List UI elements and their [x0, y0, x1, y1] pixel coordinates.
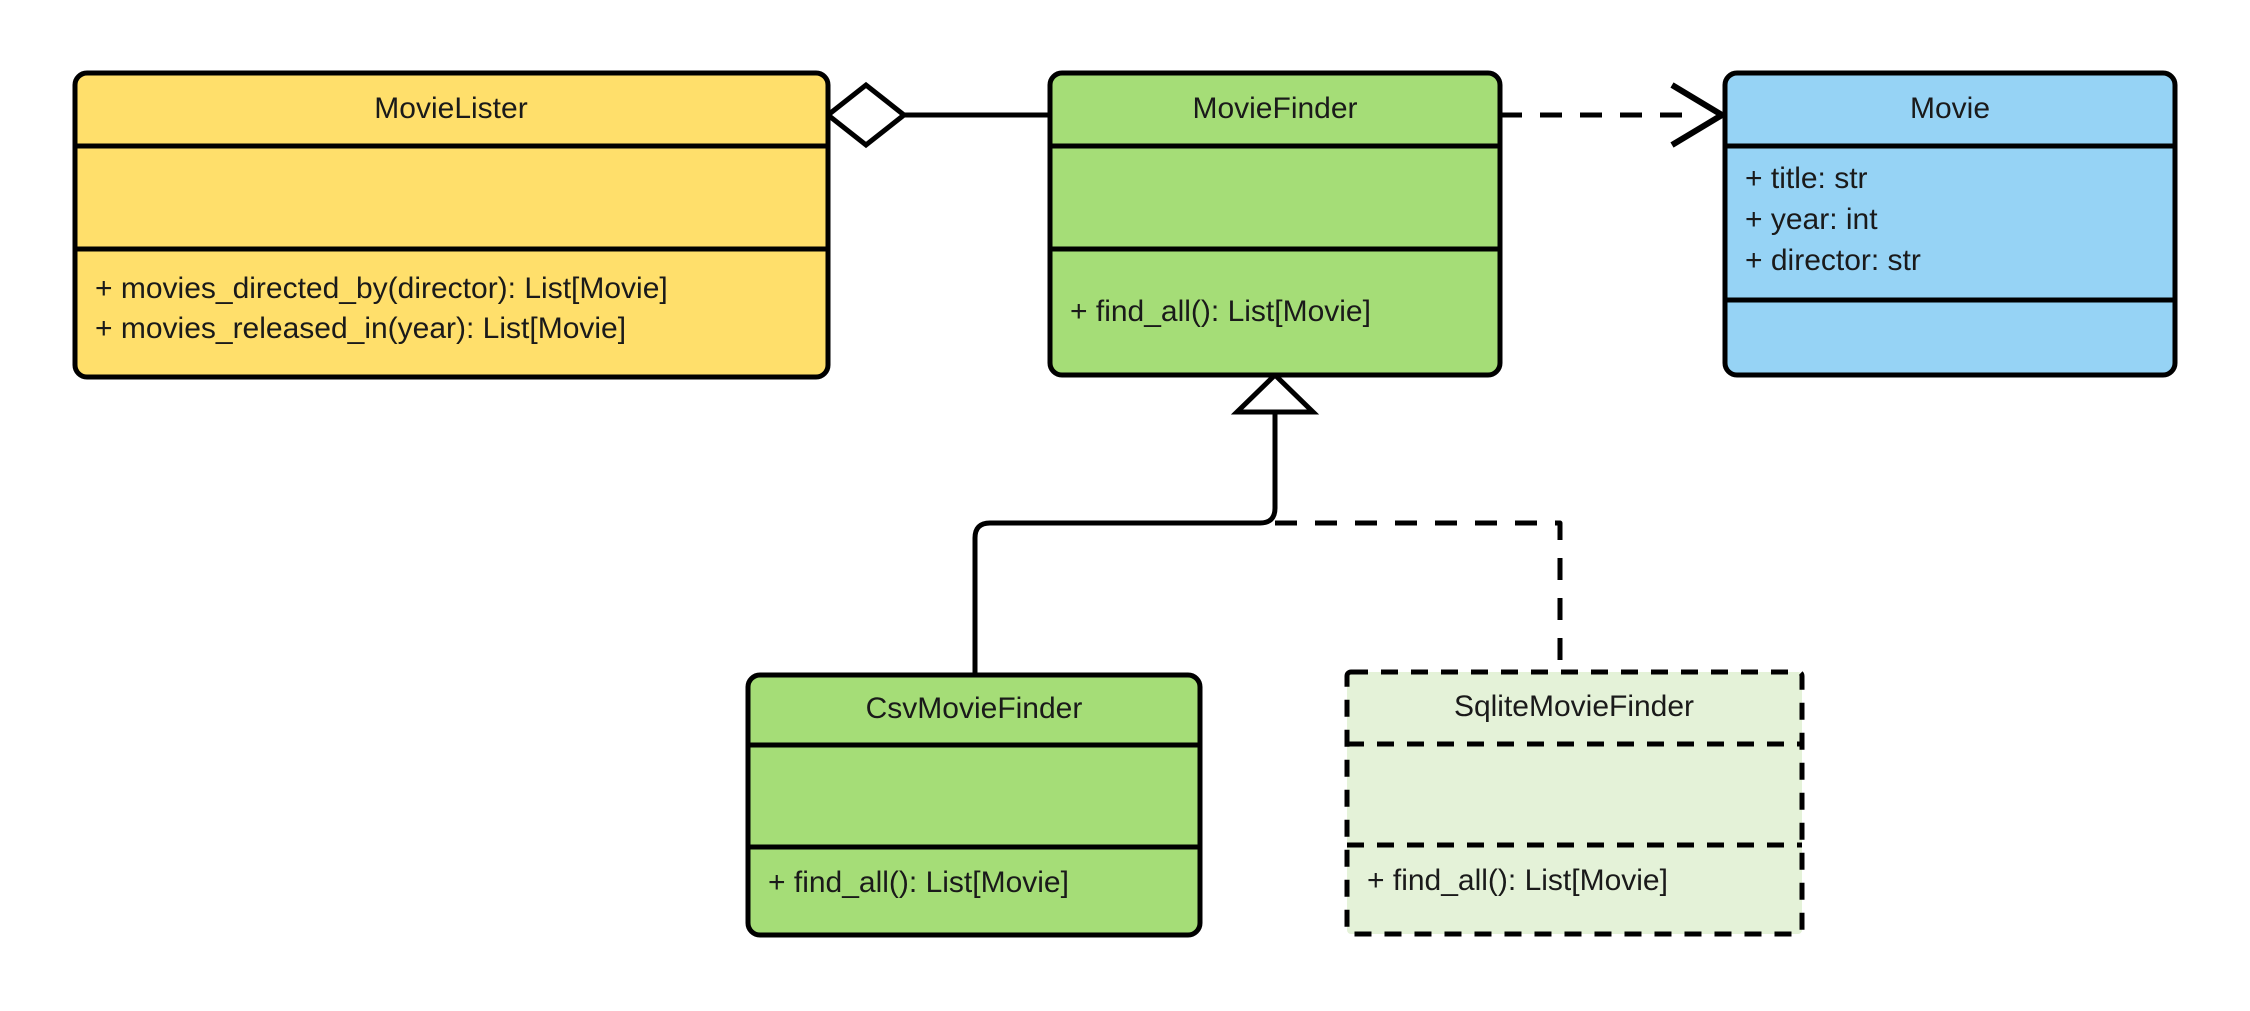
relationship-aggregation-lister-finder[interactable] — [823, 81, 1050, 149]
class-box-movie-finder[interactable]: MovieFinder + find_all(): List[Movie] — [1047, 70, 1503, 378]
relationship-generalization-sqlite-finder[interactable] — [1275, 520, 1563, 672]
hollow-diamond-icon — [823, 81, 909, 149]
movie-attribute-0: + title: str — [1745, 162, 1868, 195]
movie-title: Movie — [1910, 92, 1990, 125]
sqlite-movie-finder-title: SqliteMovieFinder — [1454, 690, 1694, 723]
movie-finder-method-0: + find_all(): List[Movie] — [1070, 295, 1371, 328]
csv-movie-finder-title: CsvMovieFinder — [866, 692, 1083, 725]
generalization-line-sqlite — [1275, 520, 1563, 672]
movie-attribute-2: + director: str — [1745, 244, 1921, 277]
movie-lister-method-1: + movies_released_in(year): List[Movie] — [95, 312, 626, 345]
csv-movie-finder-method-0: + find_all(): List[Movie] — [768, 866, 1069, 899]
sqlite-movie-finder-body — [1344, 669, 1805, 937]
generalization-line-csv — [972, 410, 1278, 675]
open-arrow-icon — [1670, 82, 1728, 148]
class-box-movie[interactable]: Movie + title: str + year: int + directo… — [1722, 70, 2178, 378]
movie-lister-body — [72, 70, 831, 380]
class-box-movie-lister[interactable]: MovieLister + movies_directed_by(directo… — [72, 70, 831, 380]
movie-lister-title: MovieLister — [374, 92, 527, 125]
sqlite-movie-finder-method-0: + find_all(): List[Movie] — [1367, 864, 1668, 897]
generalization-triangle-group — [1230, 371, 1320, 415]
movie-finder-title: MovieFinder — [1192, 92, 1357, 125]
relationship-dependency-finder-movie[interactable] — [1500, 82, 1728, 148]
movie-lister-method-0: + movies_directed_by(director): List[Mov… — [95, 272, 668, 305]
class-box-sqlite-movie-finder[interactable]: SqliteMovieFinder + find_all(): List[Mov… — [1344, 669, 1805, 937]
class-box-csv-movie-finder[interactable]: CsvMovieFinder + find_all(): List[Movie] — [745, 672, 1203, 938]
csv-movie-finder-body — [745, 672, 1203, 938]
hollow-triangle-icon — [1230, 371, 1320, 415]
movie-attribute-1: + year: int — [1745, 203, 1878, 236]
relationship-generalization-csv-finder[interactable] — [972, 410, 1278, 675]
